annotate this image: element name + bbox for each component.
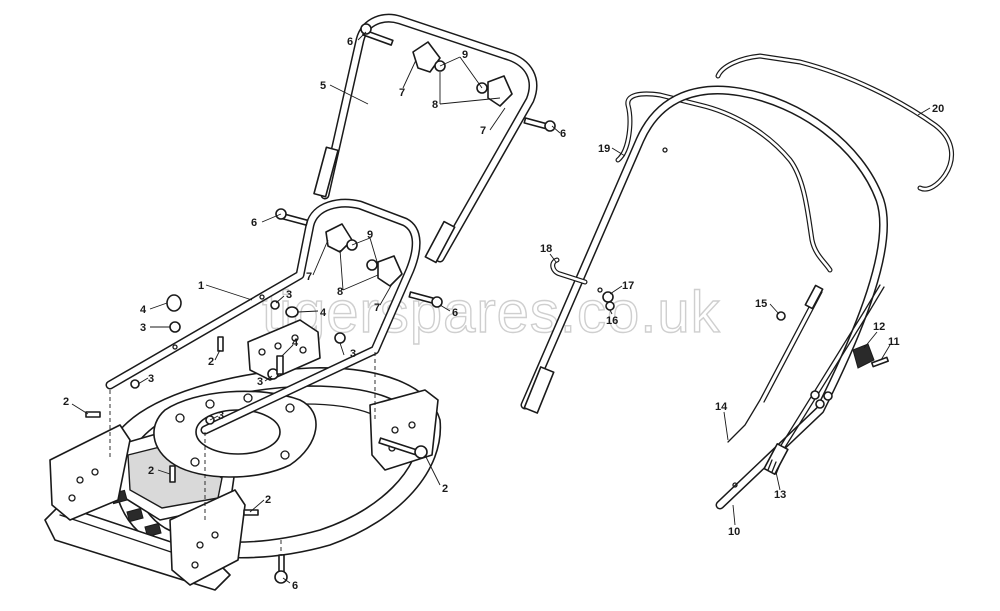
callout-2: 2 — [63, 396, 69, 408]
callout-16: 16 — [606, 315, 618, 327]
callout-20: 20 — [932, 103, 944, 115]
nut-3-handle — [130, 300, 346, 425]
left-side-bracket — [49, 424, 131, 521]
callout-3: 3 — [350, 348, 356, 360]
cable-washers — [810, 390, 833, 409]
callout-3: 3 — [140, 322, 146, 334]
leader-lines-right — [549, 107, 931, 526]
callout-6: 6 — [560, 128, 566, 140]
callout-5: 5 — [320, 80, 326, 92]
nut-3-left — [169, 321, 181, 333]
pin-4 — [276, 306, 299, 375]
cable-14 — [727, 284, 824, 443]
handle-pivot-bracket — [247, 319, 321, 381]
callout-15: 15 — [755, 298, 767, 310]
cable-bracket-12 — [852, 343, 875, 369]
bolt-6-upper — [360, 23, 394, 46]
callout-11: 11 — [888, 336, 900, 348]
bolt-6-bottom — [274, 554, 288, 584]
bolt-6-lower-left — [275, 208, 309, 226]
lower-handle — [105, 198, 421, 435]
callout-18: 18 — [540, 243, 552, 255]
callout-2: 2 — [265, 494, 271, 506]
callouts-right: 19 20 18 17 16 15 12 11 14 13 10 — [540, 103, 944, 538]
callout-6: 6 — [292, 580, 298, 592]
callout-3: 3 — [148, 373, 154, 385]
callout-6: 6 — [347, 36, 353, 48]
leader-lines-left — [71, 31, 561, 584]
callout-7: 7 — [399, 87, 405, 99]
callout-8: 8 — [337, 286, 343, 298]
nut-16 — [605, 301, 615, 311]
screw-2 — [85, 336, 259, 516]
callout-7: 7 — [306, 271, 312, 283]
callout-4: 4 — [140, 304, 147, 316]
cap-4 — [166, 294, 182, 312]
watermark: tigerspares.co.uk — [262, 280, 721, 345]
callout-10: 10 — [728, 526, 740, 538]
drive-bail-bar — [715, 53, 955, 192]
callout-1: 1 — [198, 280, 204, 292]
callout-3: 3 — [218, 410, 224, 422]
bolt-2-right — [378, 437, 428, 459]
bolt-6-right-upper — [523, 117, 556, 132]
callout-2: 2 — [442, 483, 448, 495]
callout-7: 7 — [374, 302, 380, 314]
callout-4: 4 — [292, 337, 299, 349]
callout-2: 2 — [208, 356, 214, 368]
callout-6: 6 — [251, 217, 257, 229]
callout-2: 2 — [148, 465, 154, 477]
screw-11 — [870, 356, 890, 368]
callout-4: 4 — [320, 307, 327, 319]
callout-9: 9 — [462, 49, 468, 61]
bolt-6-lower-right — [408, 291, 443, 308]
callout-19: 19 — [598, 143, 610, 155]
callout-8: 8 — [432, 99, 438, 111]
bail-bar — [615, 91, 833, 273]
callout-7: 7 — [480, 125, 486, 137]
callouts-left: 6 5 9 7 8 7 6 6 9 7 8 7 6 1 4 3 3 4 3 4 … — [63, 36, 566, 592]
lower-handle-knobs — [325, 223, 403, 287]
front-side-bracket — [169, 489, 246, 586]
callout-9: 9 — [367, 229, 373, 241]
callout-12: 12 — [873, 321, 885, 333]
callout-6: 6 — [452, 307, 458, 319]
callout-13: 13 — [774, 489, 786, 501]
engine-mount — [153, 390, 317, 478]
callout-3: 3 — [286, 289, 292, 301]
cable-13 — [763, 284, 885, 475]
callout-14: 14 — [715, 401, 728, 413]
callout-3: 3 — [257, 376, 263, 388]
callout-17: 17 — [622, 280, 634, 292]
